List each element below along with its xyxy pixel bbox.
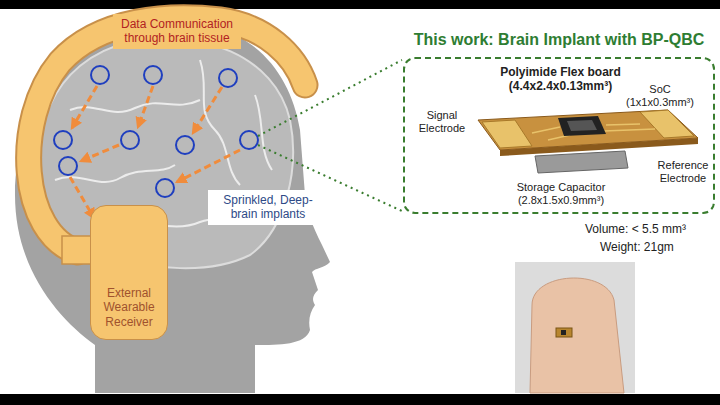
signal-electrode <box>482 120 532 148</box>
headband-label-box: Data Communication through brain tissue <box>113 14 241 49</box>
node-text: Data Communication through brain tissue <box>119 17 235 46</box>
implant-circle <box>219 69 237 87</box>
implant-label-box: Sprinkled, Deep-brain implants <box>208 190 328 225</box>
implant-circle <box>240 131 258 149</box>
data-arrow <box>81 145 119 161</box>
node-text: Sprinkled, Deep-brain implants <box>213 193 323 222</box>
implant-circle <box>54 131 72 149</box>
implant-circle <box>91 66 109 84</box>
reference-electrode <box>640 110 694 138</box>
spec-label: Volume: < 5.5 mm³ <box>585 222 686 236</box>
frame-bar <box>0 0 720 9</box>
spec-label: Weight: 21gm <box>600 240 674 254</box>
storage-capacitor <box>535 151 628 173</box>
implant-circle <box>121 131 139 149</box>
implant-chip-photo <box>561 330 566 335</box>
brain-fold <box>70 100 200 112</box>
node-text: Signal Electrode <box>413 109 471 135</box>
data-arrow <box>138 86 153 127</box>
node-text: Storage Capacitor (2.8x1.5x0.9mm³) <box>501 181 621 207</box>
frame-bar <box>0 394 720 405</box>
implant-circle <box>144 66 162 84</box>
soc-chip <box>558 116 606 136</box>
data-arrow <box>72 86 97 128</box>
flex-board <box>478 110 698 150</box>
data-arrow <box>193 87 222 133</box>
zoom-line <box>258 60 402 136</box>
implant-circle <box>156 179 174 197</box>
receiver-box: External Wearable Receiver <box>90 205 168 340</box>
implant-circle <box>176 136 194 154</box>
node-text: Reference Electrode <box>653 159 713 185</box>
node-text: Polyimide Flex board (4.4x2.4x0.13mm³) <box>493 65 628 94</box>
title: This work: Brain Implant with BP-QBC <box>403 30 715 49</box>
photo-ground <box>515 262 635 393</box>
soc-die <box>567 120 597 131</box>
implant-detail-box: Polyimide Flex board (4.4x2.4x0.13mm³)So… <box>403 57 715 214</box>
data-arrow <box>70 177 94 218</box>
node-text: SoC (1x1x0.3mm³) <box>620 83 700 109</box>
node-text: External Wearable Receiver <box>95 286 163 329</box>
finger <box>530 278 624 393</box>
implant-circle <box>59 157 77 175</box>
data-arrow <box>177 150 240 182</box>
implant-photo <box>556 328 572 337</box>
